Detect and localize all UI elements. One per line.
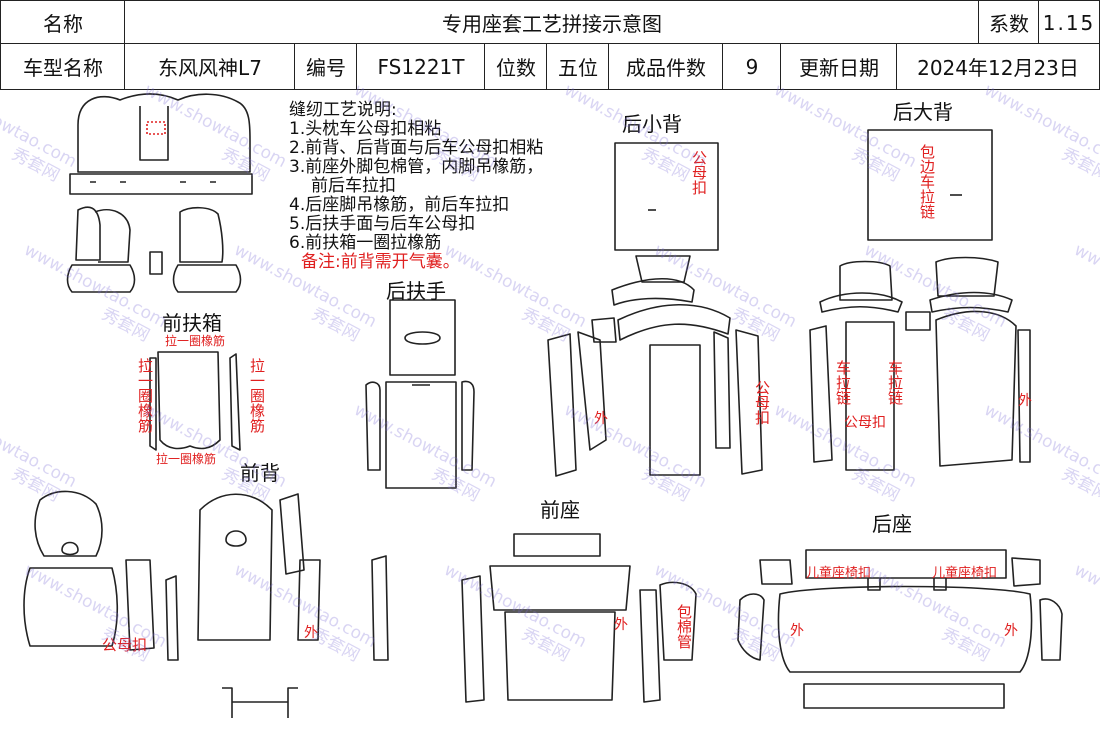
- header-table: 名称 专用座套工艺拼接示意图 系数 1.15 车型名称 东风风神L7 编号 FS…: [0, 0, 1100, 90]
- annot-snap-big-back: 公母扣: [844, 415, 886, 431]
- annot-outer-rear-right: 外: [1004, 623, 1018, 639]
- annot-child-seat-left: 儿童座椅扣: [806, 566, 872, 581]
- label-rear-big-back: 后大背: [893, 100, 953, 124]
- annot-pull-elastic-right: 拉一圈橡筋: [248, 358, 266, 433]
- annot-snap-front-back: 公母扣: [102, 636, 148, 654]
- label-rear-seat: 后座: [872, 512, 912, 536]
- annot-zipper-right: 车拉链: [886, 360, 904, 405]
- annot-outer-rear-left: 外: [790, 623, 804, 639]
- front-console-pattern: [149, 351, 241, 451]
- seats-label: 位数: [484, 43, 548, 90]
- code-value: FS1221T: [356, 43, 486, 90]
- model-label: 车型名称: [0, 43, 126, 90]
- front-back-pattern: [23, 490, 389, 718]
- annot-outer-front-seat: 外: [614, 617, 628, 633]
- label-front-seat: 前座: [540, 498, 580, 522]
- annot-outer-front-back: 外: [304, 625, 318, 641]
- note-item-3: 3.前座外脚包棉管，内脚吊橡筋，: [289, 157, 544, 177]
- sewing-notes: 缝纫工艺说明: 1.头枕车公母扣相粘 2.前背、后背面与后车公母扣相粘 3.前座…: [289, 101, 543, 272]
- annot-wrap-cotton: 包棉管: [675, 604, 693, 649]
- note-item-2: 2.前背、后背面与后车公母扣相粘: [289, 138, 544, 158]
- annot-snap-small-back: 公母扣: [690, 150, 708, 195]
- update-label: 更新日期: [780, 43, 898, 90]
- label-front-console: 前扶箱: [162, 311, 222, 335]
- rear-seat-pattern: [737, 549, 1063, 709]
- note-item-6: 6.前扶箱一圈拉橡筋: [289, 233, 442, 253]
- annot-pull-elastic-top: 拉一圈橡筋: [165, 334, 226, 348]
- notes-title: 缝纫工艺说明:: [289, 100, 397, 120]
- annot-outer-big-back: 外: [1018, 393, 1032, 409]
- front-seat-pattern: [461, 533, 697, 703]
- note-item-1: 1.头枕车公母扣相粘: [289, 119, 442, 139]
- annot-pull-elastic-bottom: 拉一圈橡筋: [156, 452, 217, 466]
- rear-big-back-pattern: [809, 129, 1031, 471]
- annot-snap-small-back-side: 公母扣: [753, 380, 771, 425]
- rear-armrest-pattern: [365, 299, 475, 489]
- note-item-5: 5.后扶手面与后车公母扣: [289, 214, 476, 234]
- note-item-3-cont: 前后车拉扣: [311, 176, 396, 196]
- update-value: 2024年12月23日: [896, 43, 1100, 90]
- annot-zipper-left: 车拉链: [834, 360, 852, 405]
- label-rear-armrest: 后扶手: [386, 279, 446, 303]
- label-front-back: 前背: [240, 461, 280, 485]
- coef-label: 系数: [978, 0, 1040, 45]
- annot-edge-zipper: 包边车拉链: [918, 144, 936, 219]
- notes-remark: 备注:前背需开气囊。: [301, 252, 460, 272]
- note-item-4: 4.后座脚吊橡筋，前后车拉扣: [289, 195, 510, 215]
- annot-child-seat-right: 儿童座椅扣: [932, 566, 998, 581]
- annot-outer-small-back: 外: [594, 411, 608, 427]
- name-label: 名称: [0, 0, 126, 45]
- seats-value: 五位: [546, 43, 610, 90]
- model-value: 东风风神L7: [124, 43, 296, 90]
- rear-small-back-pattern: [547, 142, 763, 477]
- annot-pull-elastic-left: 拉一圈橡筋: [136, 358, 154, 433]
- label-rear-small-back: 后小背: [622, 112, 682, 136]
- coef-value: 1.15: [1038, 0, 1100, 45]
- code-label: 编号: [294, 43, 358, 90]
- seat-overview: [66, 93, 253, 293]
